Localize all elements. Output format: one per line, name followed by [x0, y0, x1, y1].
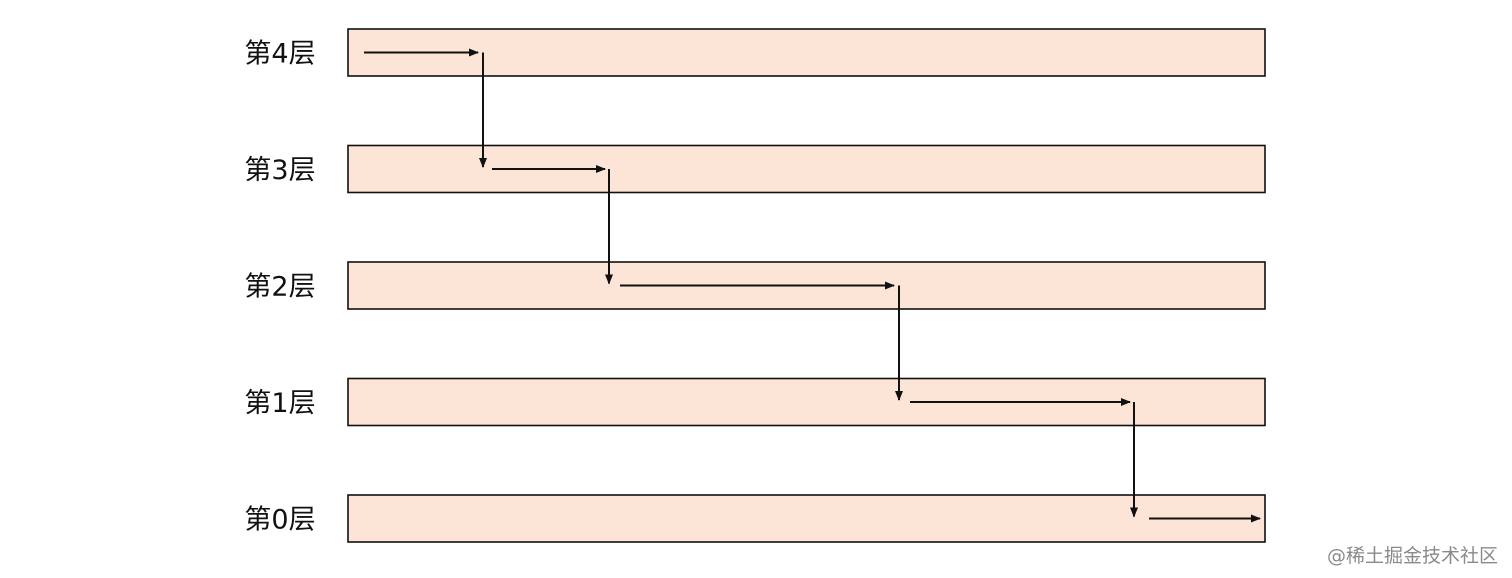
level-label-3: 第1层 [244, 388, 315, 419]
level-label-1: 第3层 [244, 155, 315, 186]
search-path [364, 48, 1261, 523]
level-label-0: 第4层 [244, 39, 315, 70]
level-label-2: 第2层 [244, 272, 315, 303]
level-label-4: 第0层 [244, 505, 315, 536]
level-band-0 [347, 28, 1266, 77]
watermark-text: @稀土掘金技术社区 [1326, 545, 1498, 567]
level-band-1 [347, 144, 1266, 194]
level-band-4 [347, 494, 1266, 543]
